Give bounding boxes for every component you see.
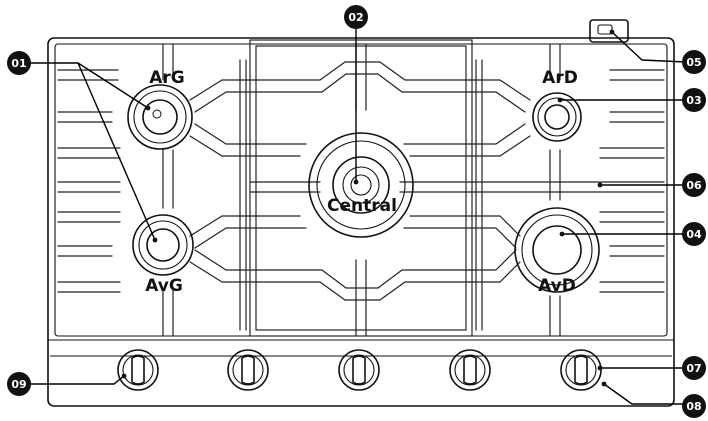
callout-03: 03 — [682, 88, 706, 112]
callout-09: 09 — [7, 372, 31, 396]
knob-5[interactable] — [560, 349, 602, 391]
svg-text:06: 06 — [686, 179, 702, 192]
svg-text:09: 09 — [11, 378, 26, 391]
svg-text:02: 02 — [348, 11, 363, 24]
burner-label-rear-right: ArD — [542, 68, 578, 88]
svg-text:04: 04 — [686, 228, 702, 241]
svg-text:07: 07 — [686, 362, 701, 375]
knob-4[interactable] — [449, 349, 491, 391]
callout-07: 07 — [682, 356, 706, 380]
callout-04: 04 — [682, 222, 706, 246]
grate — [57, 43, 665, 337]
burner-label-rear-left: ArG — [149, 68, 185, 88]
burner-label-central: Central — [327, 196, 397, 216]
burner-rear-right — [532, 92, 582, 142]
burner-front-left — [132, 214, 194, 276]
callout-06: 06 — [682, 173, 706, 197]
burner-label-front-left: AvG — [145, 276, 183, 296]
callout-02: 02 — [344, 5, 368, 29]
control-knobs — [117, 349, 602, 391]
leader-lines — [30, 26, 687, 405]
mounting-bracket — [589, 19, 629, 43]
burner-label-front-right: AvD — [538, 276, 576, 296]
svg-text:05: 05 — [686, 56, 701, 69]
knob-2[interactable] — [227, 349, 269, 391]
callout-01: 01 — [7, 51, 31, 75]
knob-1[interactable] — [117, 349, 159, 391]
burner-central — [308, 132, 414, 238]
burner-front-right — [514, 207, 600, 293]
callout-05: 05 — [682, 50, 706, 74]
knob-3[interactable] — [338, 349, 380, 391]
leader-dots — [121, 29, 615, 387]
svg-text:01: 01 — [11, 57, 26, 70]
svg-text:08: 08 — [686, 400, 701, 413]
callout-08: 08 — [682, 394, 706, 418]
burner-rear-left — [127, 84, 193, 150]
svg-text:03: 03 — [686, 94, 701, 107]
